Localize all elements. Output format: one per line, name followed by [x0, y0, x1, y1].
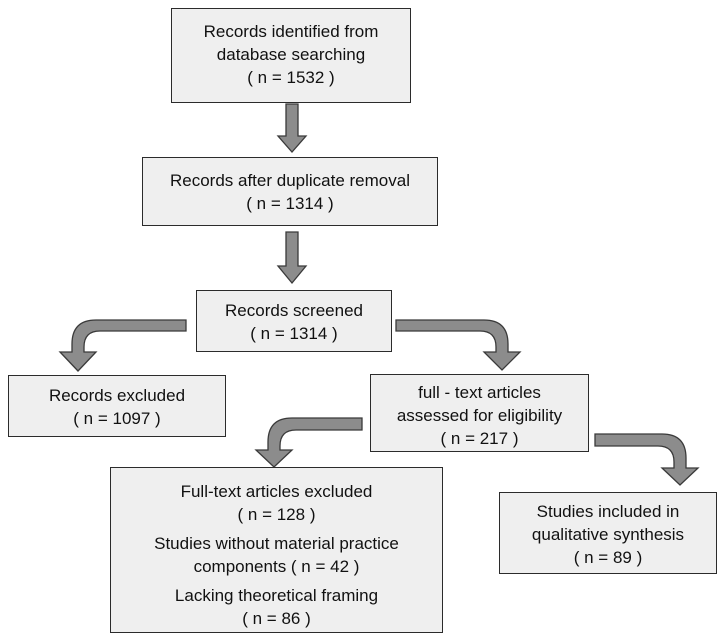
fulltext-excluded-count: ( n = 128 ) — [237, 505, 316, 524]
records-screened-label: Records screened — [225, 301, 363, 320]
records-after-duplicates-label: Records after duplicate removal — [169, 171, 410, 190]
records-excluded-label: Records excluded — [48, 386, 186, 405]
no-material-practice-count: components ( n = 42 ) — [193, 557, 360, 576]
arrow-duplicates-to-screened — [276, 231, 308, 285]
records-excluded-count: ( n = 1097 ) — [73, 409, 161, 428]
records-after-duplicates-box: Records after duplicate removal ( n = 13… — [142, 157, 438, 226]
arrow-screened-to-fulltext — [395, 319, 522, 371]
records-screened-box: Records screened ( n = 1314 ) — [196, 290, 392, 352]
records-identified-line-2: database searching — [216, 45, 366, 64]
fulltext-excluded-box: Full-text articles excluded ( n = 128 ) … — [110, 467, 443, 633]
arrow-fulltext-to-fulltext-excluded — [254, 417, 363, 468]
records-identified-line-1: Records identified from — [203, 22, 379, 41]
studies-included-line-1: Studies included in — [536, 502, 680, 521]
no-material-practice-reason: Studies without material practice — [154, 534, 399, 553]
records-after-duplicates-count: ( n = 1314 ) — [246, 194, 334, 213]
fulltext-assessed-line-2: assessed for eligibility — [396, 406, 563, 425]
records-identified-box: Records identified from database searchi… — [171, 8, 411, 103]
lacking-framing-count: ( n = 86 ) — [242, 609, 311, 628]
fulltext-assessed-count: ( n = 217 ) — [440, 429, 519, 448]
studies-included-count: ( n = 89 ) — [573, 548, 643, 567]
records-identified-count: ( n = 1532 ) — [247, 68, 335, 87]
fulltext-assessed-line-1: full - text articles — [418, 383, 541, 402]
arrow-identified-to-duplicates — [276, 103, 308, 153]
studies-included-line-2: qualitative synthesis — [531, 525, 685, 544]
arrow-screened-to-excluded — [58, 319, 187, 372]
fulltext-excluded-label: Full-text articles excluded — [180, 482, 373, 501]
records-screened-count: ( n = 1314 ) — [250, 324, 338, 343]
arrow-fulltext-to-included — [594, 433, 700, 486]
lacking-framing-reason: Lacking theoretical framing — [174, 586, 379, 605]
studies-included-box: Studies included in qualitative synthesi… — [499, 492, 717, 574]
records-excluded-box: Records excluded ( n = 1097 ) — [8, 375, 226, 437]
fulltext-assessed-box: full - text articles assessed for eligib… — [370, 374, 589, 452]
